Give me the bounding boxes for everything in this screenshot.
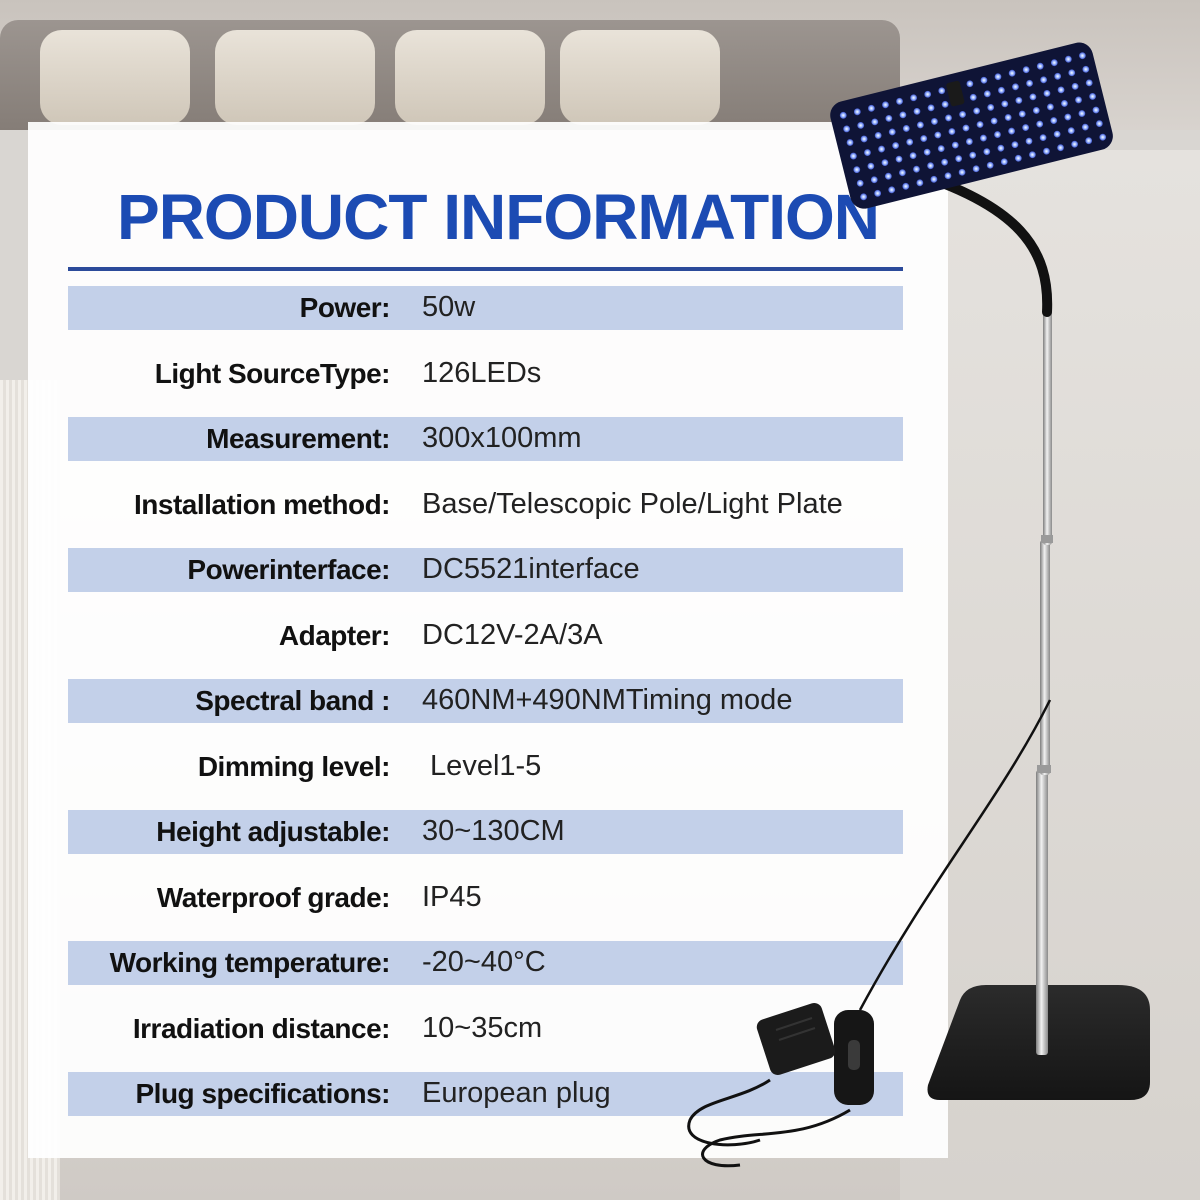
spec-label: Installation method: <box>134 488 391 520</box>
spec-label: Irradiation distance: <box>132 1012 391 1044</box>
spec-row-power: Power: 50w <box>68 286 903 330</box>
spec-label: Measurement: <box>206 423 390 454</box>
spec-row-installation: Installation method: Base/Telescopic Pol… <box>68 483 903 527</box>
spec-row-adapter: Adapter: DC12V-2A/3A <box>68 614 903 658</box>
spec-value: Base/Telescopic Pole/Light Plate <box>422 487 843 520</box>
sofa-cushion <box>40 30 190 125</box>
spec-value: 460NM+490NMTiming mode <box>422 684 793 716</box>
spec-row-working-temperature: Working temperature: -20~40°C <box>68 941 903 985</box>
spec-value: Level1-5 <box>422 749 542 782</box>
sofa-cushion <box>215 30 375 125</box>
sofa-cushion <box>560 30 720 125</box>
spec-value: 300x100mm <box>422 422 582 454</box>
spec-label: Working temperature: <box>109 947 391 978</box>
sofa-cushion <box>395 30 545 125</box>
spec-row-measurement: Measurement: 300x100mm <box>68 417 903 461</box>
spec-value: IP45 <box>422 880 482 913</box>
spec-row-light-source: Light SourceType: 126LEDs <box>68 352 903 396</box>
spec-value: 126LEDs <box>422 356 542 389</box>
spec-row-waterproof: Waterproof grade: IP45 <box>68 876 903 920</box>
spec-label: Dimming level: <box>197 750 391 782</box>
spec-row-irradiation-distance: Irradiation distance: 10~35cm <box>68 1007 903 1051</box>
spec-label: Spectral band : <box>195 685 390 716</box>
spec-value: European plug <box>422 1077 611 1109</box>
spec-label: Power: <box>299 292 391 323</box>
spec-label: Plug specifications: <box>135 1078 391 1109</box>
spec-row-height: Height adjustable: 30~130CM <box>68 810 903 854</box>
spec-label: Light SourceType: <box>154 357 391 389</box>
spec-row-dimming-level: Dimming level: Level1-5 <box>68 745 903 789</box>
spec-row-spectral-band: Spectral band : 460NM+490NMTiming mode <box>68 679 903 723</box>
spec-value: 50w <box>422 291 476 323</box>
spec-value: DC5521interface <box>422 553 640 585</box>
spec-label: Waterproof grade: <box>156 881 391 913</box>
spec-row-plug: Plug specifications: European plug <box>68 1072 903 1116</box>
spec-row-power-interface: Powerinterface: DC5521interface <box>68 548 903 592</box>
spec-label: Powerinterface: <box>187 554 390 585</box>
page-title: PRODUCT INFORMATION <box>117 181 880 253</box>
spec-label: Adapter: <box>278 619 391 651</box>
spec-value: -20~40°C <box>422 946 546 978</box>
title-underline <box>68 267 903 271</box>
spec-value: 30~130CM <box>422 815 565 847</box>
spec-table: Power: 50w Light SourceType: 126LEDs Mea… <box>68 286 903 1138</box>
spec-value: DC12V-2A/3A <box>422 618 603 651</box>
spec-value: 10~35cm <box>422 1011 543 1044</box>
spec-label: Height adjustable: <box>156 816 390 847</box>
